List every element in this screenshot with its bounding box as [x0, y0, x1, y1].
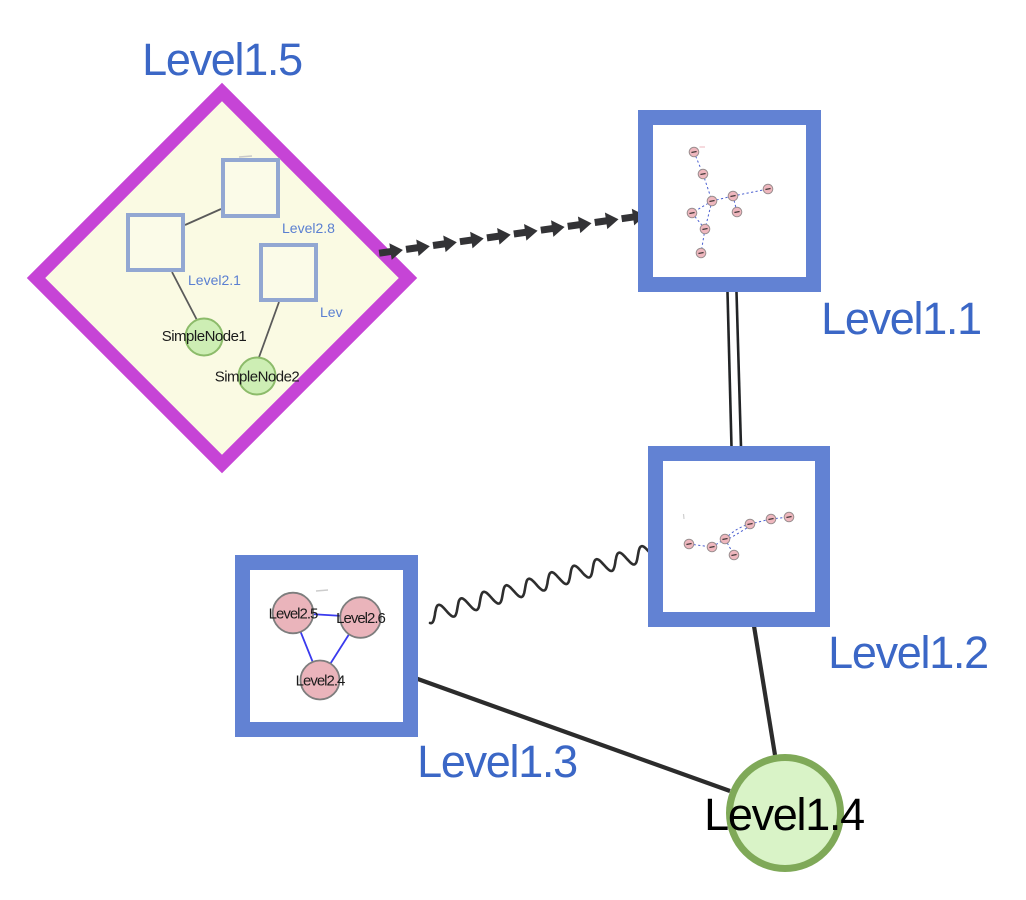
svg-text:Level1.2: Level1.2 — [828, 627, 988, 678]
svg-text:Level2.8: Level2.8 — [282, 220, 335, 236]
svg-text:Level2.6: Level2.6 — [336, 610, 385, 627]
svg-text:Level2.1: Level2.1 — [188, 272, 241, 288]
svg-text:Level1.4: Level1.4 — [704, 789, 864, 840]
svg-text:Lev: Lev — [320, 304, 343, 320]
svg-text:Level1.1: Level1.1 — [821, 293, 981, 344]
svg-text:Level1.3: Level1.3 — [417, 736, 577, 787]
svg-text:Level1.5: Level1.5 — [142, 34, 302, 85]
svg-text:Level2.4: Level2.4 — [296, 673, 345, 690]
svg-text:Level2.5: Level2.5 — [269, 606, 318, 623]
svg-text:SimpleNode1: SimpleNode1 — [162, 328, 247, 345]
svg-text:SimpleNode2: SimpleNode2 — [215, 369, 300, 386]
